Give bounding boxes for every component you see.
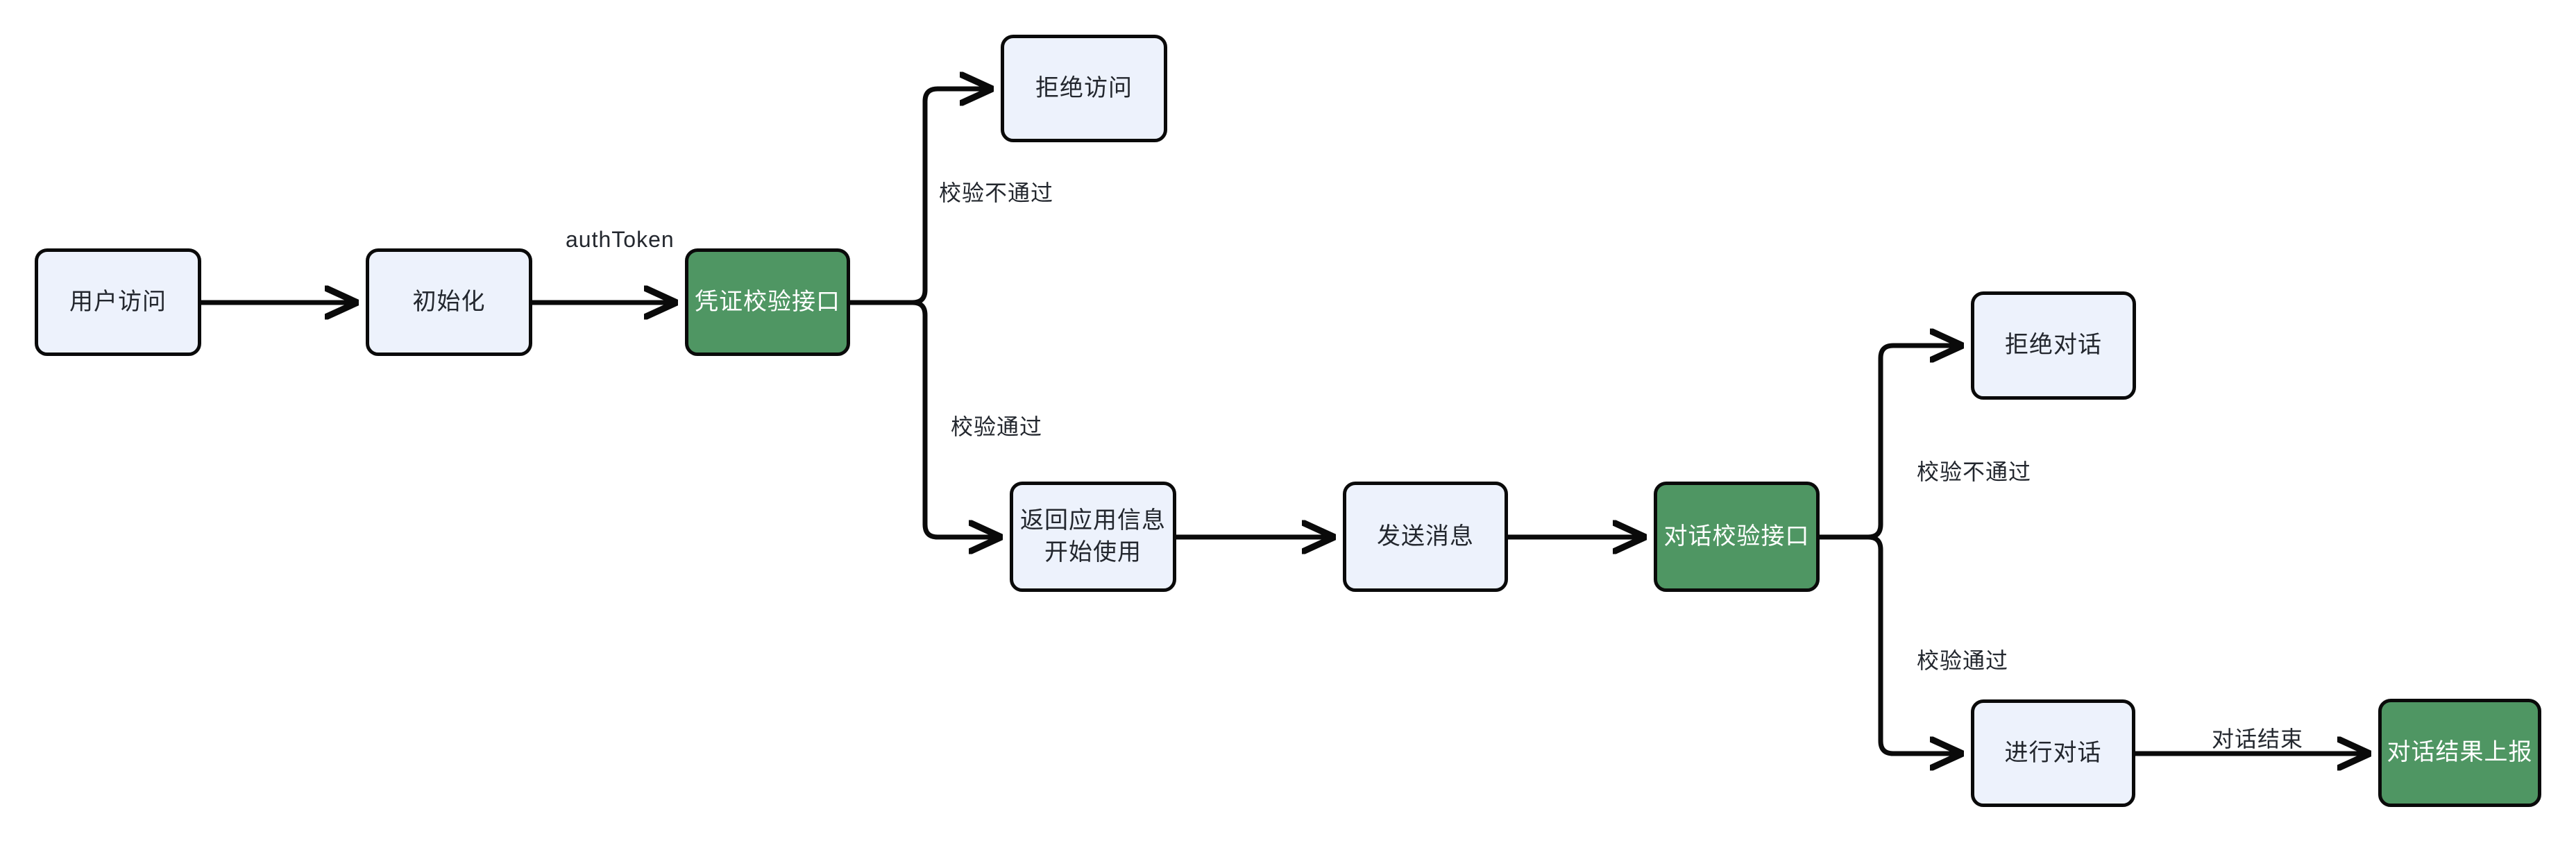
edge-label-verify-fail-2: 校验不通过 <box>1917 459 2032 484</box>
edge-credential-verify-to-return-app-info <box>912 300 1000 537</box>
edge-label-authtoken: authToken <box>566 227 675 252</box>
node-return-app-info[interactable]: 返回应用信息 开始使用 <box>1010 482 1176 592</box>
node-credential-verify[interactable]: 凭证校验接口 <box>685 248 850 356</box>
node-send-message[interactable]: 发送消息 <box>1343 482 1508 592</box>
edge-label-dialog-end: 对话结束 <box>2212 727 2304 751</box>
node-deny-access[interactable]: 拒绝访问 <box>1001 35 1167 142</box>
edge-dialog-verify-to-deny-dialog <box>1867 346 1961 540</box>
edge-label-verify-pass-1: 校验通过 <box>951 414 1043 439</box>
node-user-access[interactable]: 用户访问 <box>35 248 201 356</box>
edge-label-verify-pass-2: 校验通过 <box>1917 648 2009 673</box>
edge-dialog-verify-to-do-dialog <box>1867 534 1961 754</box>
node-do-dialog[interactable]: 进行对话 <box>1971 699 2135 807</box>
node-report-result[interactable]: 对话结果上报 <box>2378 699 2541 807</box>
node-dialog-verify[interactable]: 对话校验接口 <box>1654 482 1820 592</box>
edge-credential-verify-to-deny-access <box>912 89 991 305</box>
node-deny-dialog[interactable]: 拒绝对话 <box>1971 291 2136 400</box>
edge-label-verify-fail-1: 校验不通过 <box>939 180 1054 205</box>
node-init[interactable]: 初始化 <box>366 248 532 356</box>
